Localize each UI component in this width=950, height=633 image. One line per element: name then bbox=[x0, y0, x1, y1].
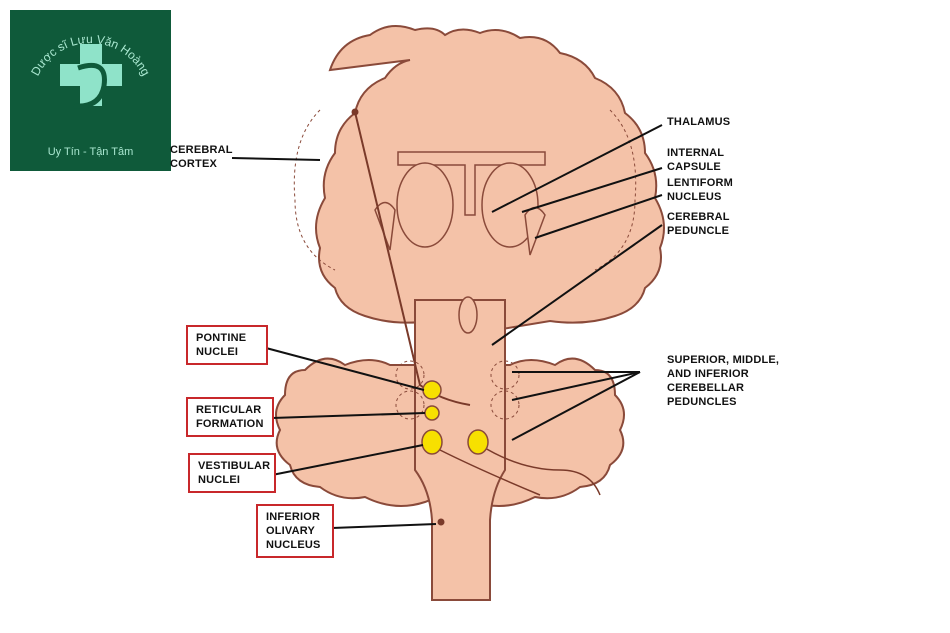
pontine-nucleus bbox=[422, 380, 442, 400]
label-cerebral-peduncle: CEREBRAL PEDUNCLE bbox=[667, 211, 730, 237]
brainstem bbox=[414, 299, 506, 601]
label-pontine-nuclei: PONTINE NUCLEI bbox=[186, 325, 268, 365]
label-cerebral-cortex: CEREBRAL CORTEX bbox=[170, 144, 233, 170]
medical-cross-icon: Dược sĩ Lưu Văn Hoàng bbox=[28, 32, 153, 109]
cortex-outline bbox=[293, 109, 637, 271]
label-cerebellar-peduncles: SUPERIOR, MIDDLE, AND INFERIOR CEREBELLA… bbox=[667, 354, 780, 408]
vestibular-nucleus-left bbox=[421, 429, 443, 455]
label-internal-capsule: INTERNAL CAPSULE bbox=[667, 147, 725, 173]
leader-lines bbox=[231, 124, 663, 529]
peduncle-left bbox=[395, 360, 425, 390]
olivary-dot bbox=[437, 518, 445, 526]
thalamus-left bbox=[396, 162, 454, 248]
brand-logo: Dược sĩ Lưu Văn Hoàng Uy Tín - Tận Tâm bbox=[10, 10, 171, 171]
label-inferior-olivary-nucleus: INFERIOR OLIVARY NUCLEUS bbox=[256, 504, 334, 558]
cortex-neuron bbox=[351, 108, 359, 116]
thalamus-right bbox=[481, 162, 539, 248]
reticular-nucleus bbox=[424, 405, 440, 421]
cerebellar-pathway bbox=[439, 444, 601, 496]
vestibular-nucleus-right bbox=[467, 429, 489, 455]
brand-tagline: Uy Tín - Tận Tâm bbox=[47, 146, 134, 158]
label-thalamus: THALAMUS bbox=[667, 116, 731, 128]
label-vestibular-nuclei: VESTIBULAR NUCLEI bbox=[188, 453, 276, 493]
label-lentiform-nucleus: LENTIFORM NUCLEUS bbox=[667, 177, 733, 203]
peduncle-superior bbox=[490, 360, 520, 390]
label-reticular-formation: RETICULAR FORMATION bbox=[186, 397, 274, 437]
peduncle-middle bbox=[490, 390, 520, 420]
peduncle-left-2 bbox=[395, 390, 425, 420]
aqueduct bbox=[458, 296, 478, 334]
